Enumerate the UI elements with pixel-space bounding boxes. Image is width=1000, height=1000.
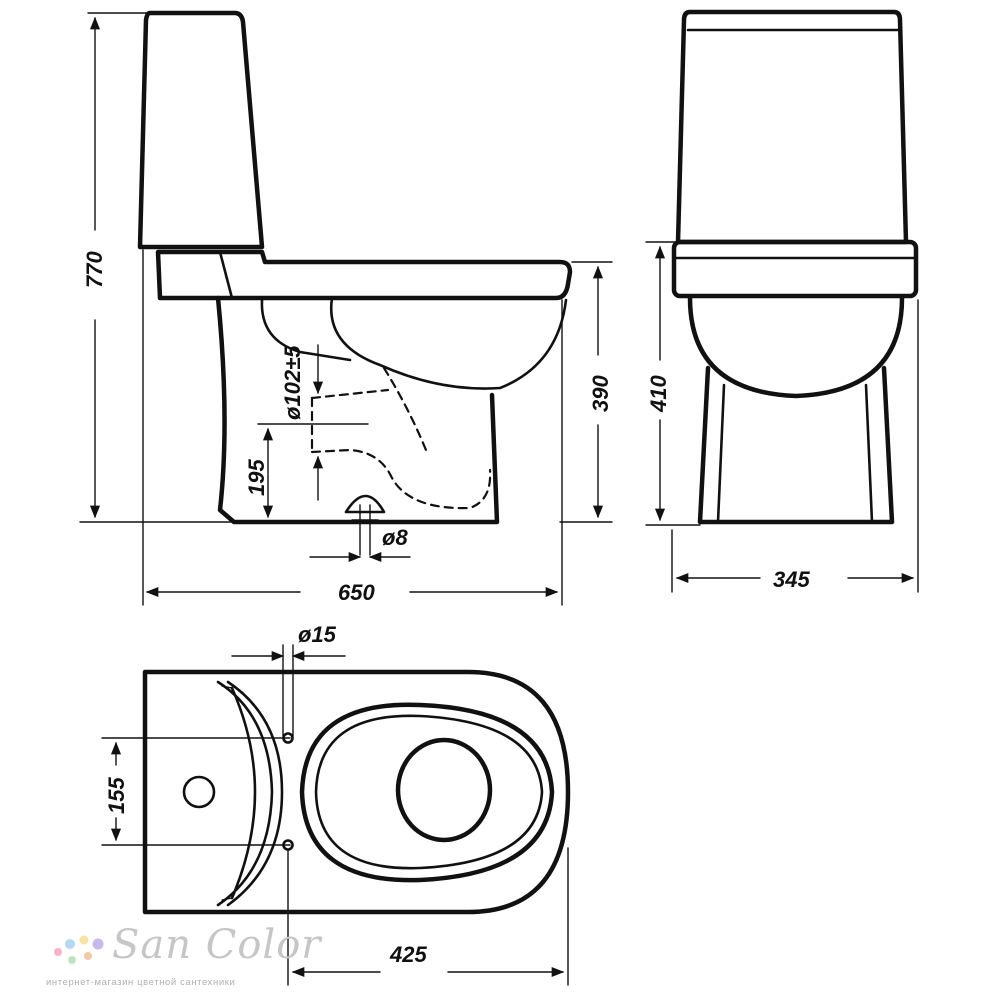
side-bowl <box>329 296 568 390</box>
plan-flush-button <box>182 775 216 809</box>
plan-seat <box>299 702 555 883</box>
watermark-tagline: интернет-магазин цветной сантехники <box>46 977 236 988</box>
front-bowl <box>687 295 905 399</box>
watermark-dots-icon <box>48 930 112 974</box>
dim-side-length: 650 <box>338 580 375 605</box>
side-fixing-hole <box>344 494 386 514</box>
side-pedestal <box>215 295 500 525</box>
dim-hole-spacing: 155 <box>104 777 129 814</box>
side-tank <box>137 10 265 250</box>
dim-front-height: 410 <box>646 375 671 413</box>
plan-tank-lid <box>216 680 274 907</box>
dim-fixing-hole: ø8 <box>382 525 408 550</box>
plan-outline <box>142 669 571 915</box>
front-tank <box>675 9 909 245</box>
watermark-brand: San Color <box>112 922 322 968</box>
dim-bowl-height: 390 <box>588 375 613 412</box>
dim-front-width: 345 <box>773 567 810 592</box>
plan-view: ø15 155 425 <box>101 622 571 986</box>
dim-drain-height: 195 <box>244 459 269 496</box>
dim-height-total: 770 <box>82 251 107 288</box>
side-trapway <box>382 366 430 457</box>
front-seat <box>671 239 919 299</box>
front-view: 410 345 <box>645 9 919 593</box>
front-pedestal <box>697 365 895 525</box>
side-tank-base <box>155 249 573 301</box>
dim-outlet-diameter: ø102±5 <box>280 345 305 420</box>
dim-top-hole: ø15 <box>298 622 337 647</box>
side-view: 770 390 195 ø102±5 650 ø8 <box>79 10 613 606</box>
plan-bowl-opening <box>395 737 493 843</box>
dim-plan-depth: 425 <box>389 942 427 967</box>
